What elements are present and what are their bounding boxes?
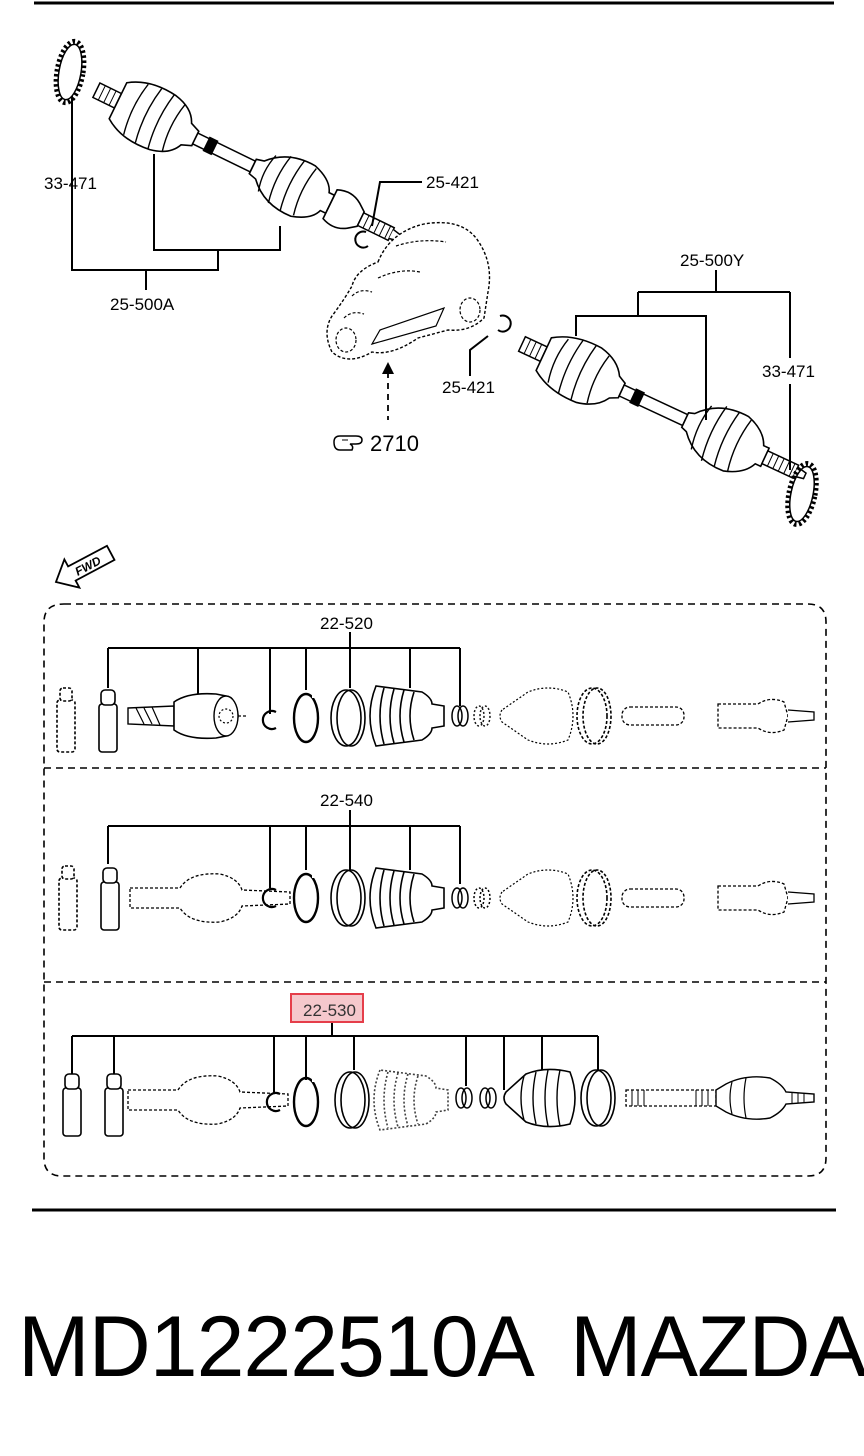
inner-boot: [369, 685, 445, 747]
boot-clamp: [455, 1087, 473, 1109]
highlight-box: [290, 993, 364, 1023]
retaining-ring: [292, 866, 324, 924]
kit-label-22-530: 22-530: [303, 1001, 356, 1020]
outer-joint-ghost: [717, 698, 815, 734]
kit-22-520: 22-520: [56, 614, 815, 753]
clamp-ghost: [473, 705, 491, 727]
drive-shaft-left: [91, 81, 403, 242]
grease-cap-bottle: [98, 689, 118, 753]
differential-housing: [326, 221, 491, 360]
label-circlip-lower: 25-421: [442, 378, 495, 397]
kit-label-22-520: 22-520: [320, 614, 373, 633]
outer-boot-ghost: [499, 869, 574, 927]
grease-cap-bottle: [100, 867, 120, 931]
kit-label-22-540: 22-540: [320, 791, 373, 810]
outer-band: [580, 1069, 616, 1127]
circlip-lower: [497, 314, 512, 333]
pointing-hand-icon: [333, 435, 363, 451]
outer-boot: [503, 1068, 576, 1128]
inner-cv-joint-ghost: [129, 873, 291, 923]
brand-name: MAZDA: [570, 1299, 864, 1395]
label-circlip-upper: 25-421: [426, 173, 479, 192]
outer-joint-ghost: [717, 880, 815, 916]
inner-boot-ghost: [373, 1069, 449, 1131]
boot-clamp: [451, 887, 469, 909]
boot-band: [330, 689, 366, 747]
label-shaft-right: 25-500Y: [680, 251, 744, 270]
retaining-ring: [292, 1070, 324, 1128]
shaft-ghost: [621, 888, 685, 908]
retaining-ring: [292, 686, 324, 744]
kit-22-540: 22-540: [58, 791, 815, 931]
inner-cv-joint: [127, 692, 246, 740]
inner-boot: [369, 867, 445, 929]
grease-cap-bottle-2: [104, 1073, 124, 1137]
grease-cap-bottle: [62, 1073, 82, 1137]
boot-clamp: [451, 705, 469, 727]
forward-arrow-icon: FWD: [54, 544, 116, 589]
seal-ring-left: [52, 39, 88, 105]
boot-band: [334, 1071, 370, 1129]
grease-tube: [56, 687, 76, 753]
outer-band-ghost: [576, 687, 612, 745]
circlip-upper: [354, 230, 369, 249]
drive-shaft-core: [625, 1089, 717, 1107]
part-number: MD1222510A: [18, 1299, 535, 1395]
outer-boot-ghost: [499, 687, 574, 745]
label-seal-right: 33-471: [762, 362, 815, 381]
grease-tube: [58, 865, 78, 931]
clamp-ghost: [473, 887, 491, 909]
boot-band: [330, 869, 366, 927]
outer-band-ghost: [576, 869, 612, 927]
shaft-ghost: [621, 706, 685, 726]
drive-shaft-right: [517, 335, 807, 480]
outer-cv-joint: [715, 1076, 815, 1120]
kit-frame: [43, 603, 827, 1177]
label-seal-left: 33-471: [44, 174, 97, 193]
kit-22-530: 22-530: [62, 993, 815, 1137]
inner-cv-joint-ghost: [127, 1075, 289, 1125]
label-shaft-left: 25-500A: [110, 295, 175, 314]
label-differential-ref: 2710: [370, 431, 419, 456]
upper-leader-lines: [71, 96, 791, 470]
boot-clamp-2: [479, 1087, 497, 1109]
